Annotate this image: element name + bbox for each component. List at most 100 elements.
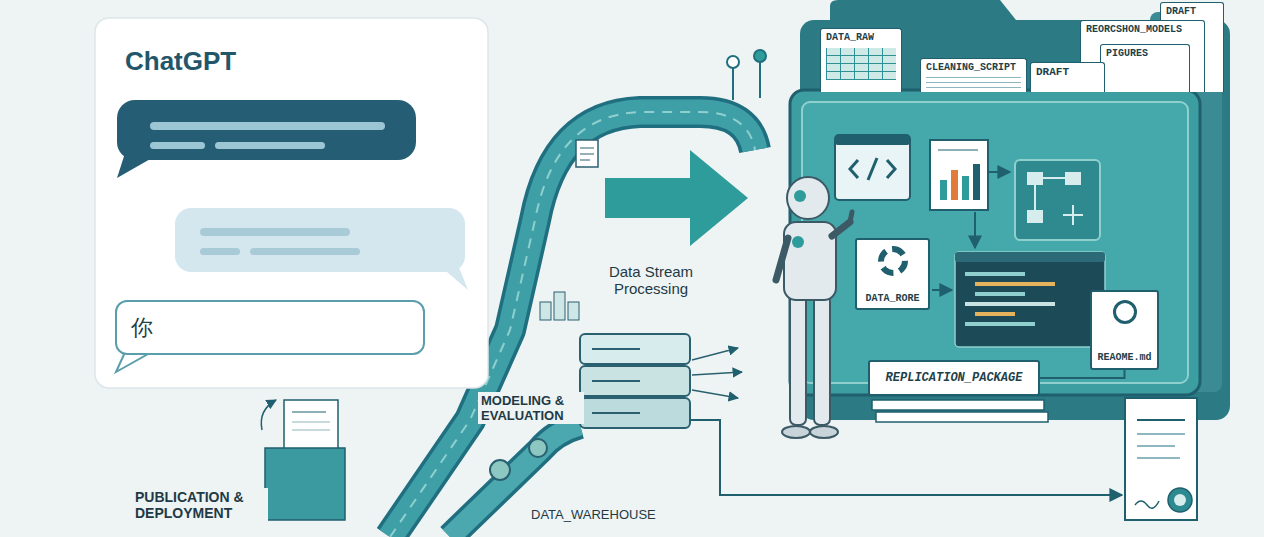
code-window	[835, 135, 910, 200]
robot	[794, 190, 806, 202]
chat-window	[250, 248, 360, 255]
window-title: ChatGPT	[125, 46, 236, 77]
screen-panel	[790, 90, 1200, 395]
chat-window	[150, 122, 385, 130]
robot	[787, 177, 829, 219]
certificate	[1137, 433, 1185, 435]
chat-window	[95, 18, 488, 388]
chat-window: ChatGPT 你	[95, 18, 488, 388]
screen-panel	[790, 90, 1200, 395]
chat-window	[215, 142, 325, 149]
certificate	[1125, 398, 1197, 520]
file-label: PIGURES	[1106, 48, 1148, 59]
package-stack	[872, 400, 1048, 422]
robot	[810, 426, 838, 438]
file-label: CLEANING_SCRIPT	[926, 62, 1021, 73]
chat-window	[200, 228, 350, 236]
doc-icon	[580, 154, 594, 155]
chart-doc	[940, 180, 947, 200]
stage-label: Data Stream Processing	[592, 262, 710, 298]
input-text: 你	[131, 313, 153, 343]
terminal-window	[975, 312, 1015, 316]
project-folder	[800, 0, 1230, 420]
robot	[790, 295, 806, 425]
server-stack	[692, 348, 738, 360]
publication-folder	[292, 422, 330, 423]
publication-folder	[292, 430, 330, 431]
file-label: DRAFT	[1166, 6, 1196, 17]
chart-doc	[938, 150, 978, 151]
code-window	[835, 135, 910, 200]
code-window	[868, 158, 877, 180]
publication-folder	[261, 400, 345, 520]
doc-icon	[576, 140, 598, 167]
draft-file: DRAFT	[1030, 62, 1105, 92]
robot	[776, 177, 852, 438]
chat-window	[150, 142, 205, 149]
big-arrow	[605, 150, 748, 246]
terminal-window	[965, 322, 1035, 326]
server-stack	[592, 348, 640, 350]
stage-label: DATA_WAREHOUSE	[528, 506, 659, 523]
terminal-window	[932, 289, 952, 291]
doc-icon	[580, 148, 594, 149]
server-stack	[592, 412, 640, 414]
package-label: REPLICATION_PACKAGE	[886, 371, 1023, 385]
code-window	[850, 160, 858, 178]
chart-doc	[973, 164, 980, 200]
flow-line	[690, 420, 1122, 495]
robot	[782, 426, 810, 438]
flowchart-card	[1043, 177, 1065, 179]
map-pin	[759, 60, 761, 98]
chat-input: 你	[115, 300, 425, 355]
chat-window	[95, 18, 488, 388]
terminal-window	[975, 282, 1055, 286]
package-stack	[876, 412, 1048, 422]
coin-stack	[568, 302, 579, 320]
flowchart-card	[1027, 172, 1043, 185]
robot	[832, 222, 850, 236]
robot	[784, 222, 836, 300]
certificate	[1135, 501, 1159, 508]
readme-doc: REAOME.md	[1090, 290, 1159, 370]
data-core-doc: DATA_RORE	[855, 238, 930, 310]
connector-line	[1040, 370, 1125, 378]
file-label: DRAFT	[1036, 66, 1069, 78]
robot	[776, 238, 788, 280]
package-stack	[872, 400, 1044, 410]
map-pin	[727, 50, 766, 100]
chat-window	[117, 150, 152, 178]
code-window	[887, 160, 895, 178]
script-file: CLEANING_SCRIPT	[920, 58, 1027, 92]
file-label: DATA_RAW	[826, 32, 896, 43]
certificate	[1137, 419, 1185, 421]
doc-figure	[926, 76, 1021, 88]
publication-folder	[265, 448, 345, 520]
map-pin	[754, 50, 766, 62]
replication-package: REPLICATION_PACKAGE	[868, 360, 1040, 396]
terminal-window	[975, 292, 1025, 296]
brain-icon	[490, 439, 547, 480]
chart-doc	[930, 140, 1010, 248]
certificate	[1174, 494, 1186, 506]
chat-window	[175, 208, 465, 272]
code-window	[835, 135, 910, 145]
screen-panel	[802, 102, 1188, 383]
chat-window	[117, 100, 416, 160]
coin-stack	[540, 292, 579, 320]
stage-label: MODELING & EVALUATION	[478, 392, 584, 424]
chart-doc	[962, 176, 969, 200]
terminal-window	[955, 252, 1105, 347]
server-stack	[580, 398, 690, 428]
figures-file: PIGURES	[1100, 44, 1190, 92]
chat-window	[440, 260, 468, 290]
coin-stack	[540, 302, 551, 320]
flowchart-card	[1015, 160, 1100, 240]
server-stack	[580, 366, 690, 396]
flowchart-card	[1065, 172, 1081, 185]
chart-doc	[974, 212, 976, 248]
chart-doc	[930, 140, 988, 210]
file-label: REORCSHON_MODELS	[1086, 24, 1182, 35]
brain-icon	[490, 460, 510, 480]
